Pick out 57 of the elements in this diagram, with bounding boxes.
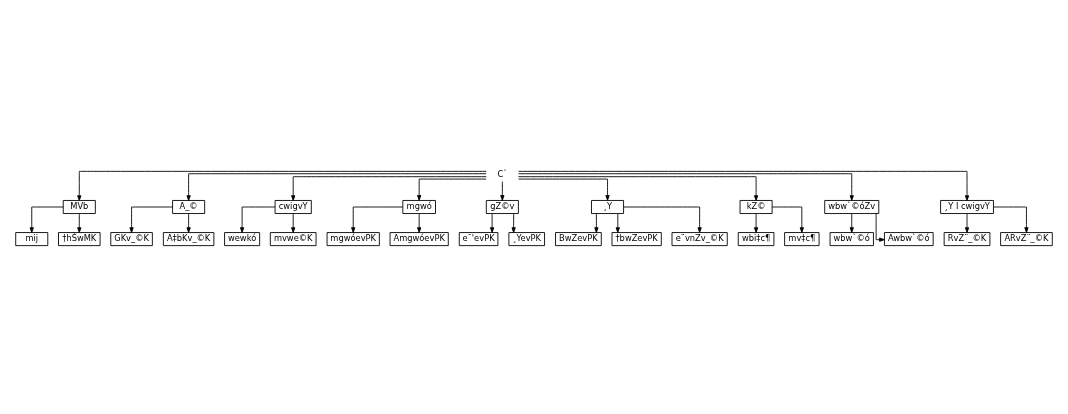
- node-box: ¸Y: [591, 200, 625, 214]
- arrow: [351, 206, 404, 233]
- arrow: [517, 176, 759, 201]
- node-box: mvwe©K: [269, 232, 317, 247]
- arrow: [594, 213, 599, 233]
- arrow: [518, 173, 854, 201]
- arrow: [77, 170, 487, 201]
- node-box: gZ©v: [485, 200, 519, 214]
- node-box: cwigvY: [274, 200, 312, 214]
- node-box: ARvZ¨_©K: [1000, 232, 1053, 247]
- node-box: AmgwóevPK: [389, 232, 449, 247]
- node-box: †hŠwMK: [58, 232, 101, 247]
- node-box: e¯'evPK: [458, 232, 499, 247]
- arrow: [417, 178, 487, 201]
- node-box: Awbw`©ó: [884, 232, 934, 247]
- arrow: [518, 178, 610, 201]
- arrow: [875, 213, 885, 242]
- arrow: [518, 170, 970, 201]
- arrow: [29, 206, 64, 233]
- arrow: [77, 213, 82, 233]
- node-box: mv‡c¶: [784, 232, 820, 247]
- node-box: ¸YevPK: [508, 232, 545, 247]
- node-box: wewkó: [224, 232, 261, 247]
- arrow: [753, 213, 759, 233]
- arrow: [849, 213, 854, 233]
- arrow: [291, 176, 487, 201]
- arrow: [186, 173, 487, 201]
- arrow: [186, 213, 191, 233]
- arrow: [129, 206, 173, 233]
- arrow: [615, 213, 620, 233]
- node-box: wbw`©óZv: [824, 200, 880, 214]
- node-box: mgwó: [402, 200, 436, 214]
- arrow: [771, 206, 804, 233]
- arrow: [993, 206, 1029, 233]
- node-box: mij: [15, 232, 49, 247]
- arrow: [511, 213, 516, 233]
- node-box: BwZevPK: [555, 232, 602, 247]
- arrow: [240, 206, 276, 233]
- node-box: A_©: [172, 200, 206, 214]
- node-box: mgwóevPK: [326, 232, 380, 247]
- node-box: kZ©: [739, 200, 773, 214]
- node-box: RvZ¨_©K: [943, 232, 991, 247]
- node-box: MVb: [62, 200, 96, 214]
- arrow: [500, 181, 505, 201]
- arrow: [623, 206, 702, 233]
- arrow: [964, 213, 970, 233]
- node-box: †bwZevPK: [611, 232, 662, 247]
- node-text: C`: [497, 169, 508, 180]
- node-box: A‡bKv_©K: [162, 232, 215, 247]
- node-box: ¸Y I cwigvY: [940, 200, 994, 214]
- node-box: wbi‡c¶: [737, 232, 775, 247]
- node-box: e¨vnZv_©K: [671, 232, 728, 247]
- arrow: [417, 213, 422, 233]
- node-box: wbw`©ó: [829, 232, 874, 247]
- node-box: GKv_©K: [110, 232, 153, 247]
- arrow: [490, 213, 495, 233]
- arrow: [291, 213, 296, 233]
